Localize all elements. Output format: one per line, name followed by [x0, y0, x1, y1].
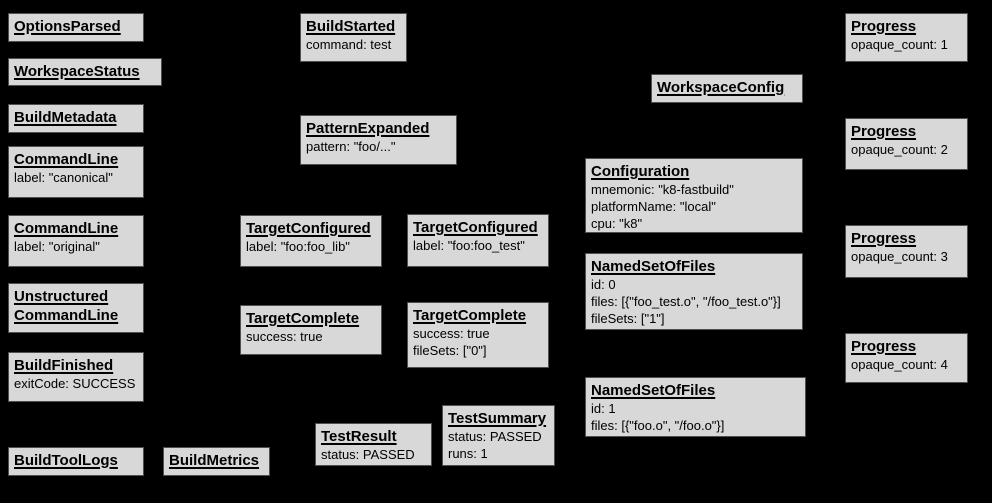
node-build-started: BuildStarted command: test	[300, 13, 407, 62]
node-attribute: runs: 1	[448, 446, 488, 461]
node-attribute: opaque_count: 1	[851, 37, 948, 52]
node-title: BuildStarted	[306, 18, 396, 35]
node-title: NamedSetOfFiles	[591, 258, 716, 275]
node-attribute: cpu: "k8"	[591, 216, 643, 231]
node-target-complete-foo-test: TargetComplete success: true fileSets: […	[407, 302, 549, 368]
node-title: WorkspaceStatus	[14, 63, 140, 80]
node-title: TestSummary	[448, 410, 547, 427]
node-test-result: TestResult status: PASSED	[315, 423, 432, 466]
node-title: BuildFinished	[14, 357, 114, 374]
node-attribute: status: PASSED	[448, 429, 542, 444]
node-attribute: label: "foo:foo_test"	[413, 238, 525, 253]
node-attribute: exitCode: SUCCESS	[14, 376, 136, 391]
node-attribute: status: PASSED	[321, 447, 415, 462]
node-progress-3: Progress opaque_count: 3	[845, 225, 968, 278]
node-named-set-of-files-1: NamedSetOfFiles id: 1 files: [{"foo.o", …	[585, 377, 806, 437]
node-named-set-of-files-0: NamedSetOfFiles id: 0 files: [{"foo_test…	[585, 253, 803, 330]
node-title: CommandLine	[14, 151, 119, 168]
node-title: WorkspaceConfig	[657, 79, 785, 96]
node-attribute: command: test	[306, 37, 392, 52]
node-attribute: opaque_count: 3	[851, 249, 948, 264]
node-title: CommandLine	[14, 220, 119, 237]
node-attribute: fileSets: ["1"]	[591, 311, 665, 326]
node-progress-4: Progress opaque_count: 4	[845, 333, 968, 383]
node-attribute: id: 1	[591, 401, 616, 416]
node-title: Progress	[851, 123, 917, 140]
node-attribute: platformName: "local"	[591, 199, 716, 214]
node-attribute: files: [{"foo.o", "/foo.o"}]	[591, 418, 725, 433]
node-pattern-expanded: PatternExpanded pattern: "foo/..."	[300, 115, 457, 165]
node-title: Progress	[851, 338, 917, 355]
node-title: Progress	[851, 18, 917, 35]
node-attribute: label: "foo:foo_lib"	[246, 239, 350, 254]
node-progress-1: Progress opaque_count: 1	[845, 13, 968, 62]
node-attribute: files: [{"foo_test.o", "/foo_test.o"}]	[591, 294, 781, 309]
node-attribute: fileSets: ["0"]	[413, 343, 487, 358]
node-target-complete-foo-lib: TargetComplete success: true	[240, 305, 382, 355]
node-title: Progress	[851, 230, 917, 247]
node-attribute: id: 0	[591, 277, 616, 292]
node-attribute: opaque_count: 4	[851, 357, 948, 372]
node-build-finished: BuildFinished exitCode: SUCCESS	[8, 352, 144, 402]
node-attribute: label: "canonical"	[14, 170, 113, 185]
node-target-configured-foo-lib: TargetConfigured label: "foo:foo_lib"	[240, 215, 382, 267]
node-title: PatternExpanded	[306, 120, 430, 137]
node-attribute: success: true	[413, 326, 490, 341]
node-title: TargetConfigured	[246, 220, 371, 237]
node-target-configured-foo-test: TargetConfigured label: "foo:foo_test"	[407, 214, 549, 267]
node-title: NamedSetOfFiles	[591, 382, 716, 399]
node-title: TestResult	[321, 428, 397, 445]
node-title: OptionsParsed	[14, 18, 121, 35]
node-command-line-canonical: CommandLine label: "canonical"	[8, 146, 144, 198]
node-attribute: success: true	[246, 329, 323, 344]
node-workspace-status: WorkspaceStatus	[8, 58, 162, 86]
node-title: Unstructured CommandLine	[14, 288, 119, 324]
node-title: TargetComplete	[246, 310, 360, 327]
node-title: BuildToolLogs	[14, 452, 118, 469]
node-title: TargetConfigured	[413, 219, 538, 236]
node-attribute: opaque_count: 2	[851, 142, 948, 157]
node-attribute: pattern: "foo/..."	[306, 139, 396, 154]
node-build-metrics: BuildMetrics	[163, 447, 270, 476]
node-title: TargetComplete	[413, 307, 527, 324]
node-unstructured-command-line: Unstructured CommandLine	[8, 283, 144, 333]
node-configuration: Configuration mnemonic: "k8-fastbuild" p…	[585, 158, 803, 233]
node-workspace-config: WorkspaceConfig	[651, 74, 803, 103]
node-progress-2: Progress opaque_count: 2	[845, 118, 968, 170]
node-build-metadata: BuildMetadata	[8, 104, 144, 133]
node-title: BuildMetadata	[14, 109, 117, 126]
node-build-tool-logs: BuildToolLogs	[8, 447, 144, 476]
node-options-parsed: OptionsParsed	[8, 13, 144, 42]
node-title: Configuration	[591, 163, 690, 180]
node-title: BuildMetrics	[169, 452, 260, 469]
node-test-summary: TestSummary status: PASSED runs: 1	[442, 405, 555, 466]
node-command-line-original: CommandLine label: "original"	[8, 215, 144, 267]
node-attribute: mnemonic: "k8-fastbuild"	[591, 182, 734, 197]
node-attribute: label: "original"	[14, 239, 100, 254]
